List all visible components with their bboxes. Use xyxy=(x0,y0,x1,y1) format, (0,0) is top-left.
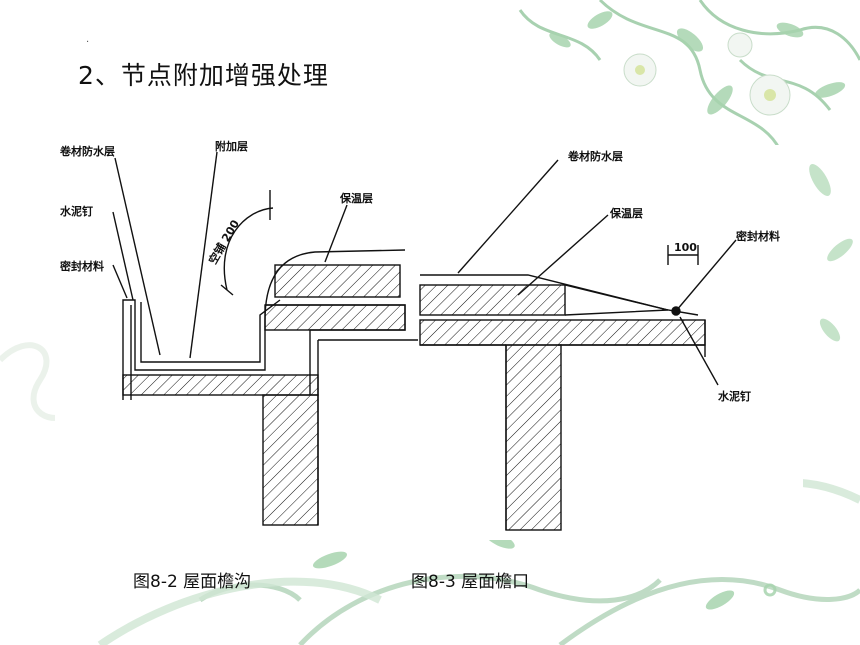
label-insulation-right: 保温层 xyxy=(609,206,643,220)
stray-dot: . xyxy=(86,34,90,45)
label-sealant-right: 密封材料 xyxy=(736,229,780,243)
caption-gutter: 图8-2 屋面檐沟 xyxy=(133,572,252,592)
label-empty-lay: 空铺 200 xyxy=(205,217,242,267)
label-insulation: 保温层 xyxy=(339,191,373,205)
label-nail: 水泥钉 xyxy=(60,204,93,218)
gutter-detail-diagram: 卷材防水层 附加层 水泥钉 密封材料 保温层 空铺 200 xyxy=(55,130,455,530)
label-extra-layer: 附加层 xyxy=(215,139,248,153)
label-nail-right: 水泥钉 xyxy=(718,389,751,403)
eave-detail-diagram: 卷材防水层 保温层 密封材料 水泥钉 100 xyxy=(418,145,803,540)
label-membrane: 卷材防水层 xyxy=(59,144,115,158)
label-sealant: 密封材料 xyxy=(60,259,104,273)
label-dimension: 100 xyxy=(674,241,697,254)
label-membrane-right: 卷材防水层 xyxy=(567,149,623,163)
page-title: 2、节点附加增强处理 xyxy=(78,61,329,90)
caption-eave: 图8-3 屋面檐口 xyxy=(411,572,530,592)
flower-icon xyxy=(623,32,791,116)
